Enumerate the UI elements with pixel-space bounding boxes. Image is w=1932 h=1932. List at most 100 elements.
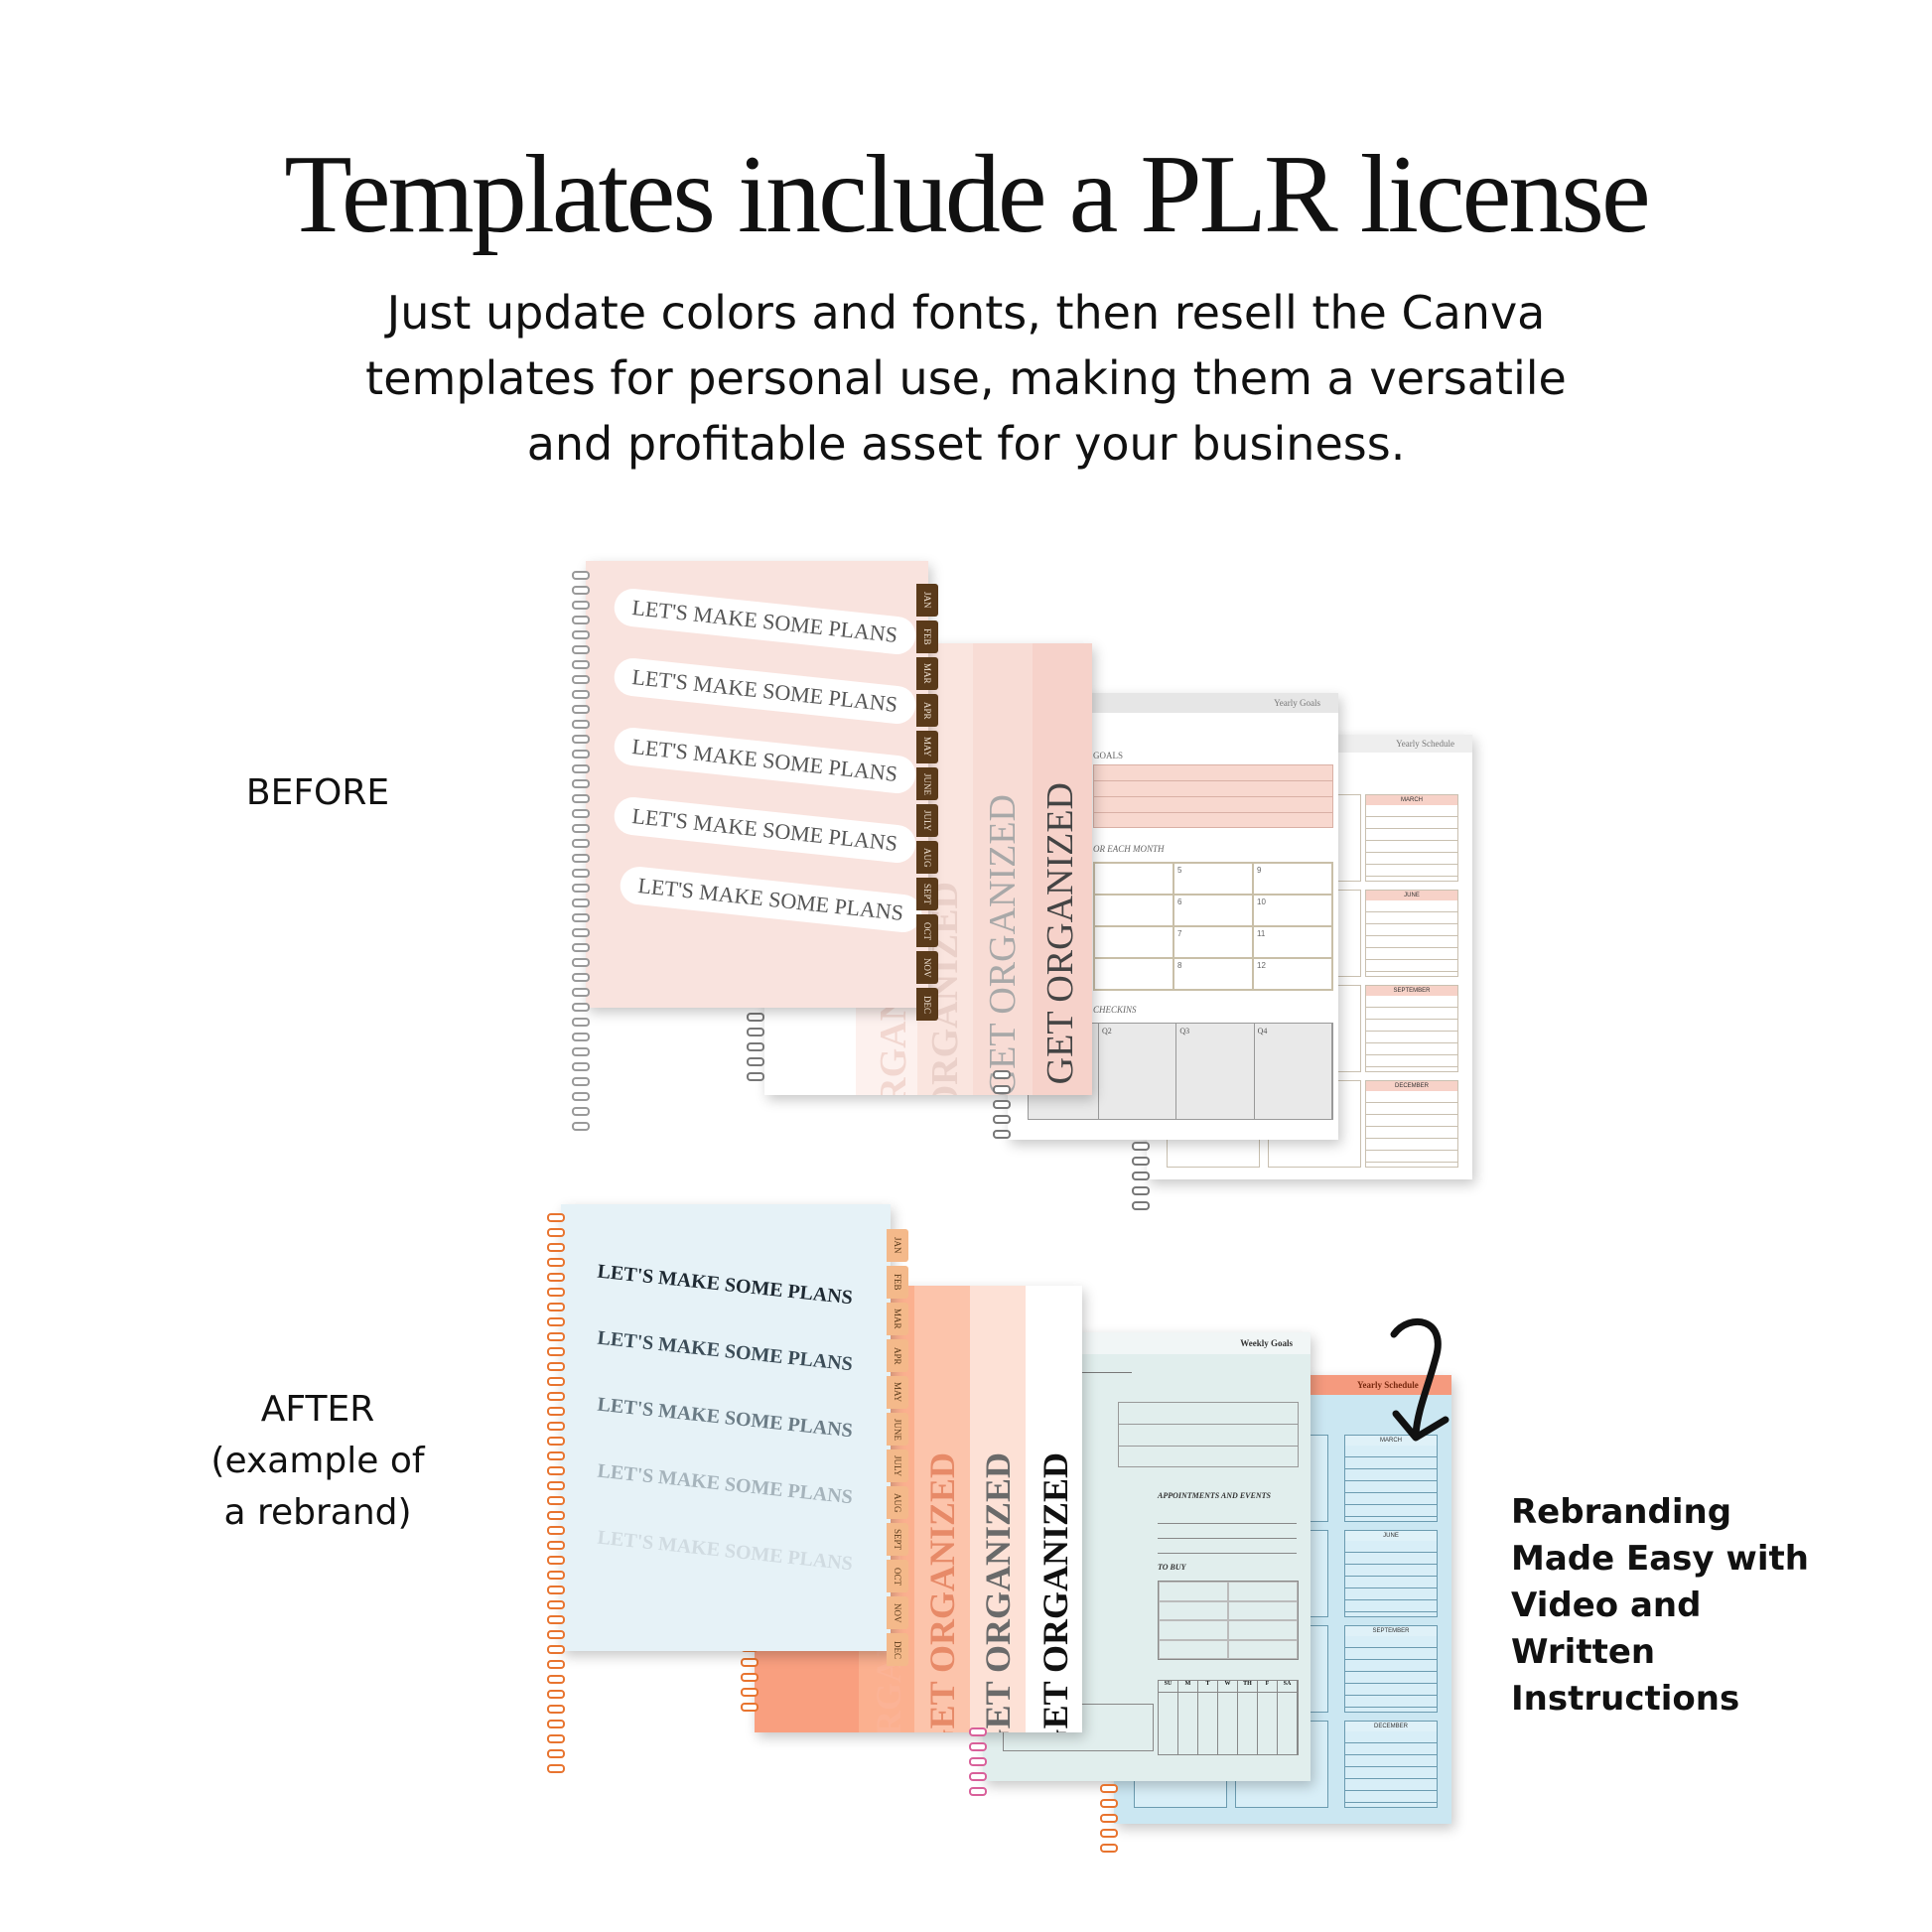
month-grid-cell: 12 <box>1253 958 1332 990</box>
month-tab-jan[interactable]: JAN <box>887 1229 908 1262</box>
spiral-ring <box>547 1392 565 1401</box>
spiral-ring <box>572 675 590 684</box>
spiral-ring <box>741 1658 759 1667</box>
spiral-ring <box>572 616 590 624</box>
spiral-ring <box>547 1586 565 1594</box>
subtitle-line-1: Just update colors and fonts, then resel… <box>386 286 1546 340</box>
month-tab-oct[interactable]: OCT <box>887 1560 908 1592</box>
schedule-month-box: DECEMBER <box>1344 1721 1438 1808</box>
spiral-ring <box>572 824 590 833</box>
spiral-ring <box>547 1407 565 1416</box>
month-tab-sept[interactable]: SEPT <box>887 1523 908 1556</box>
month-tab-apr[interactable]: APR <box>916 694 938 727</box>
weekday-header: T <box>1198 1681 1218 1693</box>
month-tab-feb[interactable]: FEB <box>887 1266 908 1299</box>
spiral-ring <box>547 1466 565 1475</box>
spiral-ring <box>572 973 590 982</box>
spiral-ring <box>572 1062 590 1071</box>
spiral-ring <box>572 869 590 878</box>
month-grid-cell: 8 <box>1173 958 1253 990</box>
weekday-header: TH <box>1238 1681 1258 1693</box>
before-cover-phrase-2: LET'S MAKE SOME PLANS <box>612 656 917 726</box>
rebrand-callout: Rebranding Made Easy with Video and Writ… <box>1511 1489 1849 1723</box>
spiral-ring <box>572 913 590 922</box>
month-tab-aug[interactable]: AUG <box>916 841 938 874</box>
callout-line-1: Rebranding <box>1511 1492 1732 1532</box>
after-cover-phrase-2: LET'S MAKE SOME PLANS <box>596 1326 854 1376</box>
spiral-ring <box>747 1013 764 1022</box>
month-tab-apr[interactable]: APR <box>887 1339 908 1372</box>
month-tab-aug[interactable]: AUG <box>887 1486 908 1519</box>
month-tab-jan[interactable]: JAN <box>916 584 938 617</box>
spiral-ring <box>547 1362 565 1371</box>
spiral-ring <box>547 1526 565 1535</box>
after-label-line-2: (example of <box>210 1441 425 1481</box>
weekday-cell <box>1278 1693 1298 1754</box>
spiral-ring <box>969 1742 987 1751</box>
before-goals-label: GOALS <box>1093 751 1124 760</box>
after-back-text-3: GET ORGANIZED <box>978 1452 1018 1732</box>
spiral-ring <box>547 1332 565 1341</box>
spiral-ring <box>547 1705 565 1714</box>
spiral-ring <box>572 750 590 759</box>
before-cover-phrase-1: LET'S MAKE SOME PLANS <box>612 587 917 656</box>
spiral-ring <box>1132 1201 1150 1210</box>
spiral-ring <box>993 1115 1011 1124</box>
month-tab-nov[interactable]: NOV <box>887 1596 908 1629</box>
schedule-month-box: MARCH <box>1344 1435 1438 1522</box>
before-label: BEFORE <box>245 772 390 813</box>
month-tab-dec[interactable]: DEC <box>887 1633 908 1666</box>
spiral-ring <box>1132 1186 1150 1195</box>
month-tab-may[interactable]: MAY <box>887 1376 908 1409</box>
spiral-ring <box>547 1451 565 1460</box>
spiral-ring <box>547 1675 565 1684</box>
month-tab-july[interactable]: JULY <box>916 804 938 837</box>
schedule-month-label: DECEMBER <box>1366 1081 1457 1091</box>
after-goals-rings <box>969 1727 987 1802</box>
spiral-ring <box>1132 1172 1150 1180</box>
month-tab-mar[interactable]: MAR <box>916 657 938 690</box>
callout-line-5: Instructions <box>1511 1679 1740 1719</box>
spiral-ring <box>572 1107 590 1116</box>
weekday-cell <box>1238 1693 1258 1754</box>
month-tab-mar[interactable]: MAR <box>887 1303 908 1335</box>
spiral-ring <box>547 1690 565 1699</box>
month-grid-cell: 7 <box>1173 926 1253 958</box>
before-cover-rings <box>572 571 590 1137</box>
spiral-ring <box>747 1028 764 1036</box>
after-label-line-3: a rebrand) <box>223 1492 412 1533</box>
month-grid-cell <box>1094 863 1173 895</box>
month-grid-cell: 11 <box>1253 926 1332 958</box>
after-goals-box <box>1118 1402 1299 1467</box>
month-tab-may[interactable]: MAY <box>916 731 938 763</box>
after-back-text-2: GET ORGANIZED <box>922 1452 962 1732</box>
spiral-ring <box>547 1720 565 1728</box>
month-tab-june[interactable]: JUNE <box>887 1413 908 1446</box>
spiral-ring <box>572 1047 590 1056</box>
after-back-rings <box>741 1643 759 1718</box>
spiral-ring <box>572 794 590 803</box>
spiral-ring <box>572 854 590 863</box>
spiral-ring <box>572 586 590 595</box>
schedule-month-label: MARCH <box>1366 795 1457 805</box>
month-grid-cell: 6 <box>1173 895 1253 926</box>
month-grid-cell: 9 <box>1253 863 1332 895</box>
spiral-ring <box>572 958 590 967</box>
month-tab-feb[interactable]: FEB <box>916 621 938 653</box>
month-tab-dec[interactable]: DEC <box>916 988 938 1021</box>
month-grid-cell: 10 <box>1253 895 1332 926</box>
weekday-cell <box>1198 1693 1218 1754</box>
quarter-box: Q2 <box>1099 1024 1177 1119</box>
month-tab-oct[interactable]: OCT <box>916 914 938 947</box>
spiral-ring <box>572 884 590 893</box>
month-tab-sept[interactable]: SEPT <box>916 878 938 910</box>
month-grid-cell: 5 <box>1173 863 1253 895</box>
month-tab-june[interactable]: JUNE <box>916 767 938 800</box>
spiral-ring <box>1132 1142 1150 1151</box>
quarter-box: Q3 <box>1176 1024 1255 1119</box>
month-tab-nov[interactable]: NOV <box>916 951 938 984</box>
callout-line-4: Written <box>1511 1632 1656 1672</box>
spiral-ring <box>547 1511 565 1520</box>
month-tab-july[interactable]: JULY <box>887 1449 908 1482</box>
spiral-ring <box>572 1077 590 1086</box>
